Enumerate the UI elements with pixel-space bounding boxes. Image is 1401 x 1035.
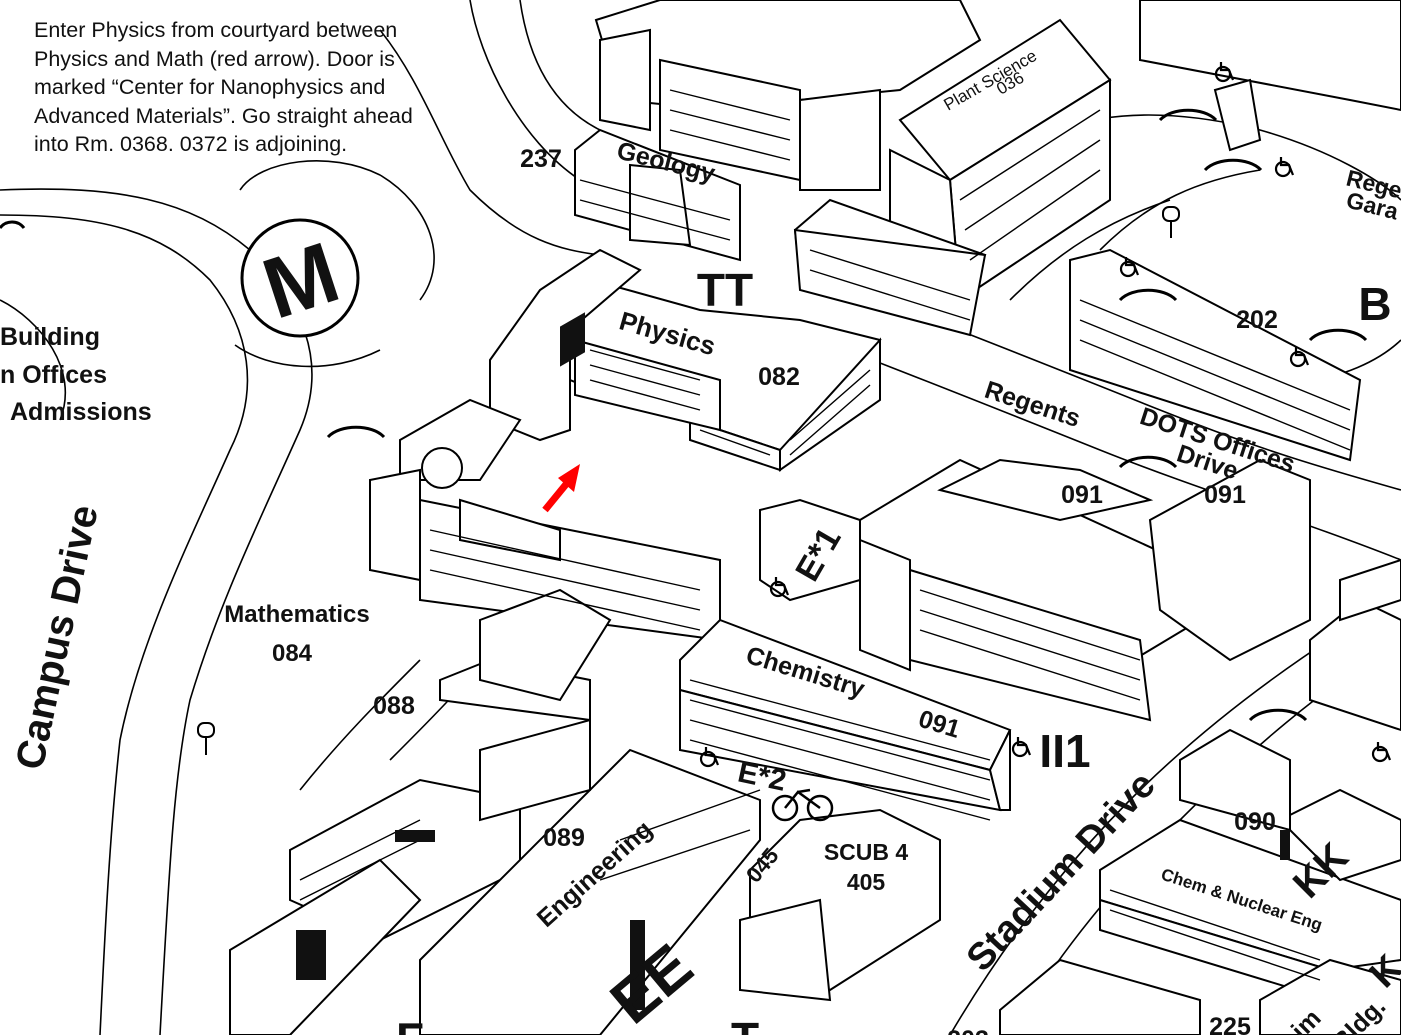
phone-icon <box>1118 455 1178 469</box>
directions-line: marked “Center for Nanophysics and <box>34 75 386 100</box>
directions-line: Enter Physics from courtyard between <box>34 18 398 42</box>
geology-number: 237 <box>520 145 562 173</box>
parking-meter-icons <box>197 206 1180 755</box>
number-203: 203 <box>947 1026 989 1035</box>
entrance-arrow-icon <box>542 464 580 513</box>
dots-number: 202 <box>1236 306 1278 334</box>
mathematics-label: Mathematics <box>224 601 369 628</box>
regents-drive-label-1: Regents <box>981 376 1083 433</box>
accessible-icon <box>1119 257 1140 278</box>
scub-label: SCUB 4 <box>824 839 909 865</box>
phone-icon <box>1203 158 1263 172</box>
accessible-icon <box>1289 347 1310 368</box>
accessible-icon <box>699 747 720 768</box>
directions-line: Advanced Materials”. Go straight ahead <box>34 103 413 128</box>
number-089: 089 <box>543 824 585 852</box>
accessible-icon <box>1274 157 1295 178</box>
number-090: 090 <box>1234 808 1276 836</box>
accessible-icon <box>1214 62 1235 83</box>
scub-number: 405 <box>847 869 886 895</box>
phone-icon <box>1308 328 1368 342</box>
physics-number: 082 <box>758 363 800 391</box>
phone-icon <box>1118 288 1178 302</box>
phone-icon <box>326 425 386 439</box>
metro-m-symbol: M <box>240 218 360 338</box>
parking-meter-icon <box>197 722 215 755</box>
bicycle-icon <box>771 788 834 822</box>
number-088: 088 <box>373 692 415 720</box>
mathematics-number: 084 <box>272 640 313 667</box>
directions-line: Physics and Math (red arrow). Door is <box>34 46 395 71</box>
number-091-left: 091 <box>1061 481 1103 509</box>
phone-icons <box>0 108 1368 722</box>
accessible-icon <box>1011 737 1032 758</box>
accessible-icon <box>769 577 790 598</box>
directions-line: into Rm. 0368. 0372 is adjoining. <box>34 132 348 157</box>
lot-tt: TT <box>697 264 753 316</box>
phone-icon <box>0 220 26 230</box>
parking-meter-icon <box>1162 206 1180 238</box>
number-225: 225 <box>1209 1013 1251 1035</box>
admissions-building-label-1: Building <box>0 323 100 351</box>
admissions-building-label-3: Admissions <box>10 398 152 426</box>
admissions-building-label-2: n Offices <box>0 361 107 389</box>
directions-note: Enter Physics from courtyard between Phy… <box>34 16 474 159</box>
buildings <box>229 0 1401 1035</box>
campus-drive-label: Campus Drive <box>8 501 107 773</box>
accessible-icon <box>1371 742 1392 763</box>
wheelchair-icons <box>699 62 1392 768</box>
lot-b: B <box>1358 278 1391 330</box>
observatory-dome-icon <box>421 447 463 489</box>
lot-t: T <box>731 1013 759 1035</box>
window-texture <box>299 89 1351 981</box>
lot-ii1: II1 <box>1039 725 1090 777</box>
phone-icon <box>1158 108 1218 122</box>
number-091-right: 091 <box>1204 481 1246 509</box>
lot-f: F <box>396 1013 424 1035</box>
dark-window-clusters <box>296 312 1290 1010</box>
phone-icon <box>1248 708 1308 722</box>
